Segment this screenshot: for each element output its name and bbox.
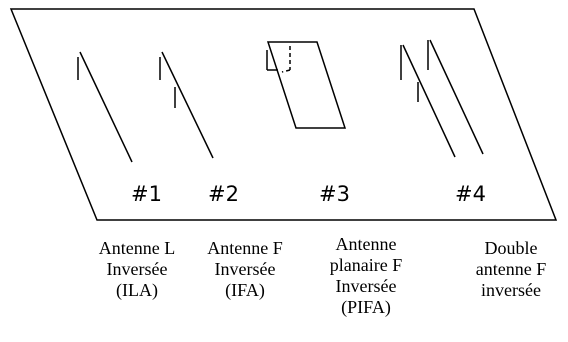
antenna-1-caption: Antenne L Inversée (ILA) — [82, 238, 192, 301]
double-ifa-antenna — [400, 39, 484, 158]
caption-line: (PIFA) — [341, 297, 391, 317]
caption-line: antenne F — [475, 259, 547, 279]
antenna-3-number: #3 — [319, 182, 350, 206]
antenna-1-number: #1 — [131, 182, 162, 206]
caption-line: planaire F — [329, 255, 403, 275]
pifa-antenna — [266, 41, 347, 129]
antenna-2-caption: Antenne F Inversée (IFA) — [192, 238, 298, 301]
caption-line: Inversée — [335, 276, 397, 296]
caption-line: inversée — [481, 280, 541, 300]
caption-line: Antenne F — [207, 238, 283, 258]
antenna-4-caption: Double antenne F inversée — [462, 238, 560, 301]
caption-line: (IFA) — [225, 280, 265, 300]
caption-line: Antenne — [335, 234, 397, 254]
antenna-3-caption: Antenne planaire F Inversée (PIFA) — [318, 234, 414, 318]
ila-antenna — [77, 51, 133, 163]
ifa-antenna — [159, 51, 214, 159]
caption-line: Inversée — [214, 259, 276, 279]
caption-line: Inversée — [106, 259, 168, 279]
caption-line: (ILA) — [116, 280, 158, 300]
antenna-2-number: #2 — [208, 182, 239, 206]
caption-line: Double — [484, 238, 538, 258]
ground-plane — [9, 8, 558, 221]
caption-line: Antenne L — [98, 238, 176, 258]
antenna-4-number: #4 — [455, 182, 486, 206]
